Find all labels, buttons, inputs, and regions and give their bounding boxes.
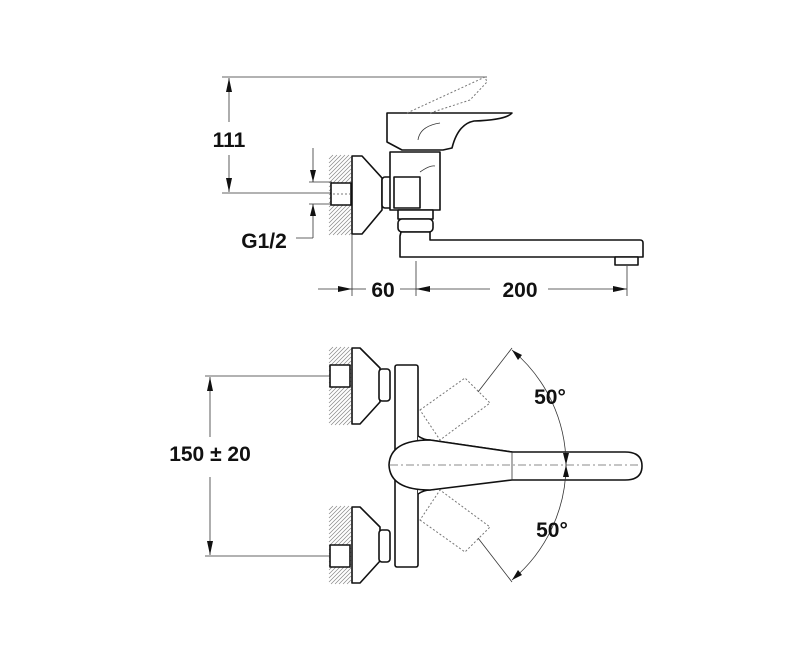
hatch-line	[330, 404, 352, 426]
hatch-line	[328, 388, 352, 412]
hatch-line	[328, 511, 352, 535]
hatch-line	[328, 154, 350, 176]
body-connector	[393, 176, 421, 209]
hatch-line	[328, 154, 342, 168]
top-view: 150 ± 20 50° 50°	[169, 346, 643, 585]
hatch-line	[346, 420, 352, 426]
dimension-spacing: 150 ± 20	[169, 375, 346, 557]
hatch-line	[328, 204, 352, 228]
hatch-line	[334, 567, 352, 585]
hatch-line	[328, 346, 342, 360]
hatch-line	[328, 505, 350, 527]
dimension-height: 111	[213, 76, 487, 194]
lever-right-outline	[419, 489, 491, 553]
upper-inlet	[329, 347, 391, 425]
lever-handle	[386, 112, 513, 151]
dimension-thread: G1/2	[241, 148, 332, 253]
aerator	[614, 256, 639, 266]
height-label: 111	[213, 129, 246, 152]
hatch-line	[328, 515, 352, 539]
hatch-line	[328, 505, 342, 519]
hatch-line	[348, 232, 352, 236]
hatch-line	[328, 384, 352, 408]
lower-inlet	[329, 506, 391, 584]
hatch-line	[344, 228, 352, 236]
spout-reach-label: 200	[502, 279, 537, 302]
wall-distance-label: 60	[371, 279, 394, 302]
hatch-line	[328, 505, 346, 523]
hatch-line	[338, 571, 352, 585]
hatch-line	[336, 220, 352, 236]
lever-raised-outline	[406, 76, 488, 114]
hatch-line	[332, 216, 352, 236]
hatch-line	[328, 392, 352, 416]
hatch-line	[328, 396, 352, 420]
hatch-line	[328, 346, 338, 356]
hatch-line	[328, 523, 352, 547]
hatch-line	[328, 400, 352, 424]
hatch-line	[328, 505, 334, 511]
swivel-down-label: 50°	[536, 519, 568, 542]
lever-top	[388, 439, 643, 491]
spout-nut	[397, 218, 434, 233]
spout-collar	[397, 209, 434, 220]
hatch-line	[328, 346, 334, 352]
hatch-line	[342, 575, 352, 585]
thread-label: G1/2	[241, 230, 287, 253]
hatch-line	[328, 154, 334, 160]
hatch-line	[328, 519, 352, 543]
swivel-up-label: 50°	[534, 386, 566, 409]
hatch-line	[340, 224, 352, 236]
hatch-line	[342, 416, 352, 426]
side-view: 111 G1/2	[213, 76, 644, 302]
hatch-line	[328, 212, 352, 236]
lever-left-outline	[419, 377, 491, 441]
hatch-line	[328, 208, 352, 232]
spout	[399, 231, 644, 258]
spacing-label: 150 ± 20	[169, 443, 251, 466]
hatch-line	[328, 507, 352, 531]
swivel-angle: 50° 50°	[477, 347, 569, 583]
hatch-line	[334, 408, 352, 426]
hatch-line	[328, 154, 338, 164]
hatch-line	[346, 579, 352, 585]
wall-flange	[351, 155, 383, 235]
hatch-line	[328, 505, 338, 515]
hatch-line	[338, 412, 352, 426]
dimension-reach: 60 200	[318, 234, 628, 302]
hatch-line	[328, 154, 346, 172]
hatch-line	[328, 156, 352, 180]
hatch-line	[328, 346, 346, 364]
hatch-line	[328, 160, 352, 184]
hatch-line	[328, 346, 350, 368]
